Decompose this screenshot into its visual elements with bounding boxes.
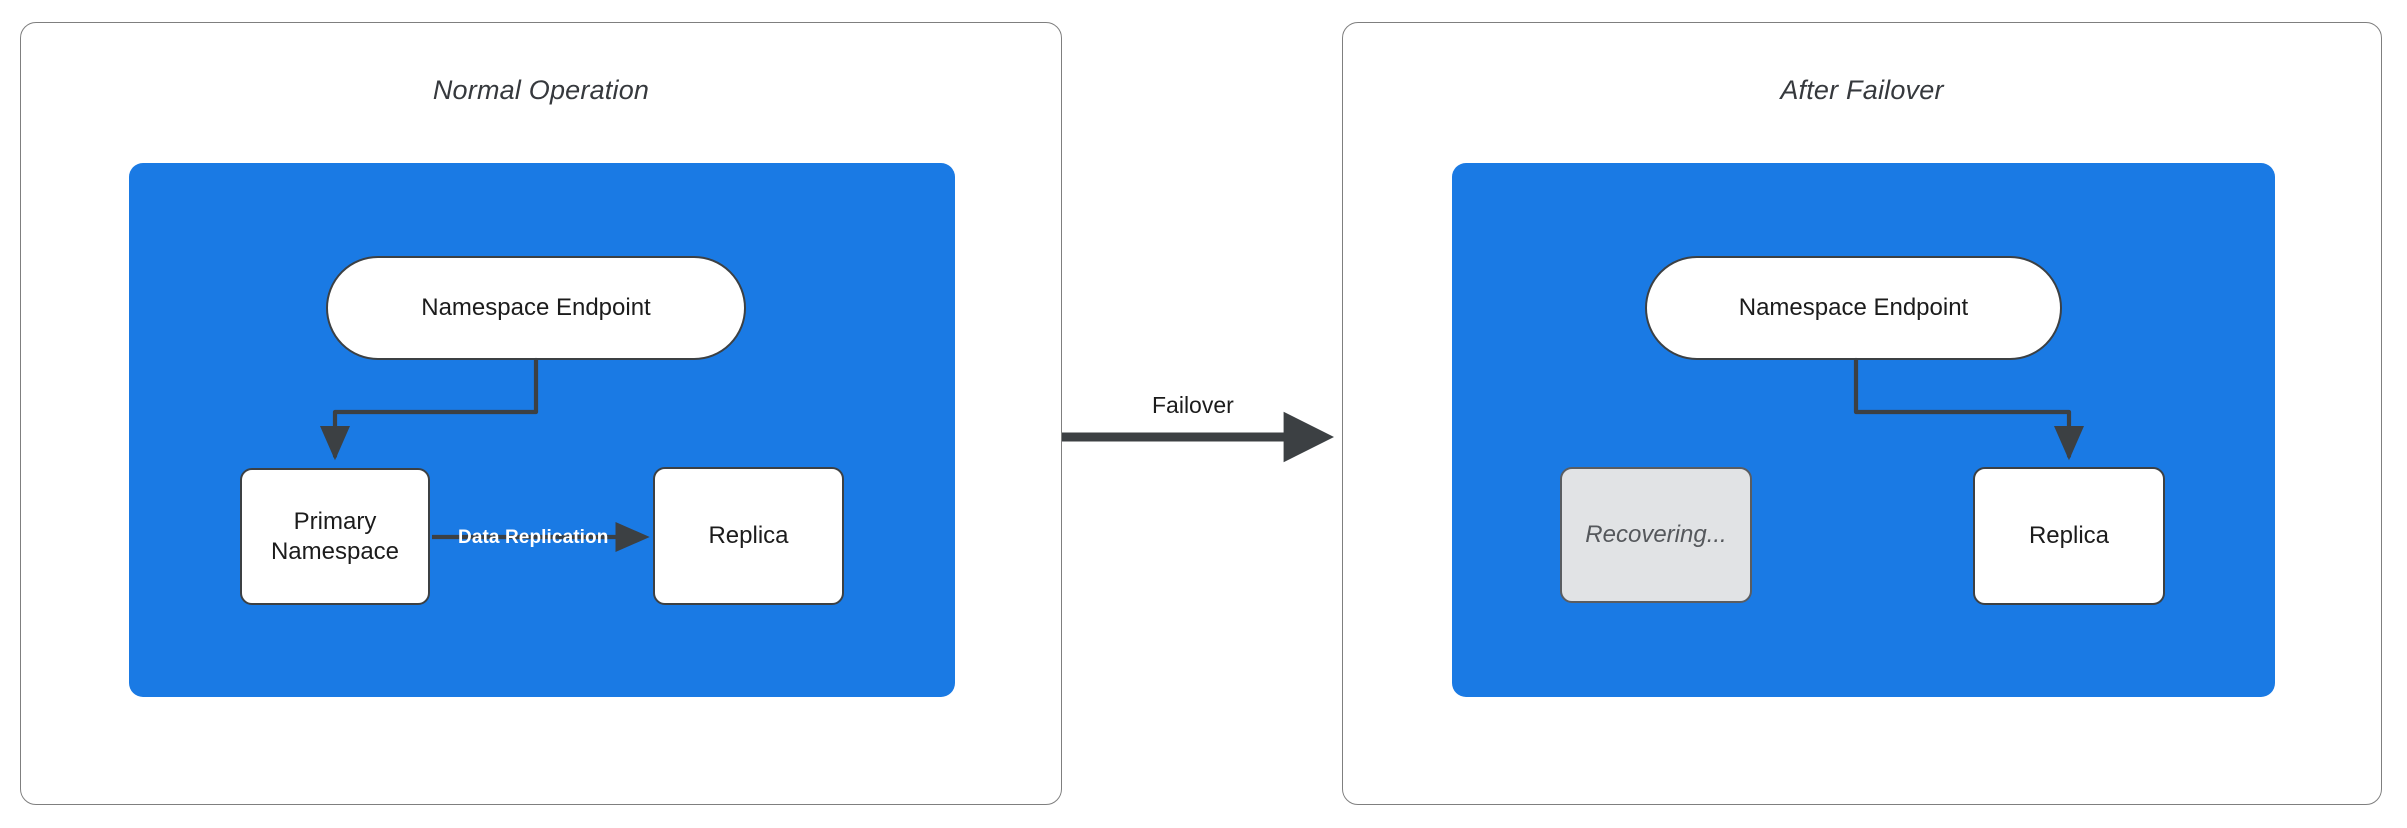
edge-label-data-replication: Data Replication (458, 527, 609, 548)
node-label-line1: Primary (293, 508, 377, 536)
node-label: Namespace Endpoint (421, 294, 651, 322)
node-label: Replica (708, 522, 789, 550)
node-label: Primary Namespace (271, 507, 399, 566)
panel-title-normal-operation: Normal Operation (432, 75, 650, 105)
node-namespace-endpoint-left[interactable]: Namespace Endpoint (326, 256, 746, 360)
node-recovering[interactable]: Recovering... (1560, 467, 1752, 603)
node-replica-right[interactable]: Replica (1973, 467, 2165, 605)
node-label: Recovering... (1585, 521, 1727, 549)
node-label: Replica (2028, 522, 2110, 550)
node-namespace-endpoint-right[interactable]: Namespace Endpoint (1645, 256, 2062, 360)
node-primary-namespace[interactable]: Primary Namespace (240, 468, 430, 605)
node-label: Namespace Endpoint (1738, 294, 1969, 322)
cluster-after-failover (1452, 163, 2275, 697)
node-replica-left[interactable]: Replica (653, 467, 844, 605)
panel-title-after-failover: After Failover (1780, 75, 1944, 105)
node-label-line2: Namespace (270, 537, 400, 565)
cluster-normal-operation (129, 163, 955, 697)
edge-label-failover: Failover (1152, 392, 1234, 418)
